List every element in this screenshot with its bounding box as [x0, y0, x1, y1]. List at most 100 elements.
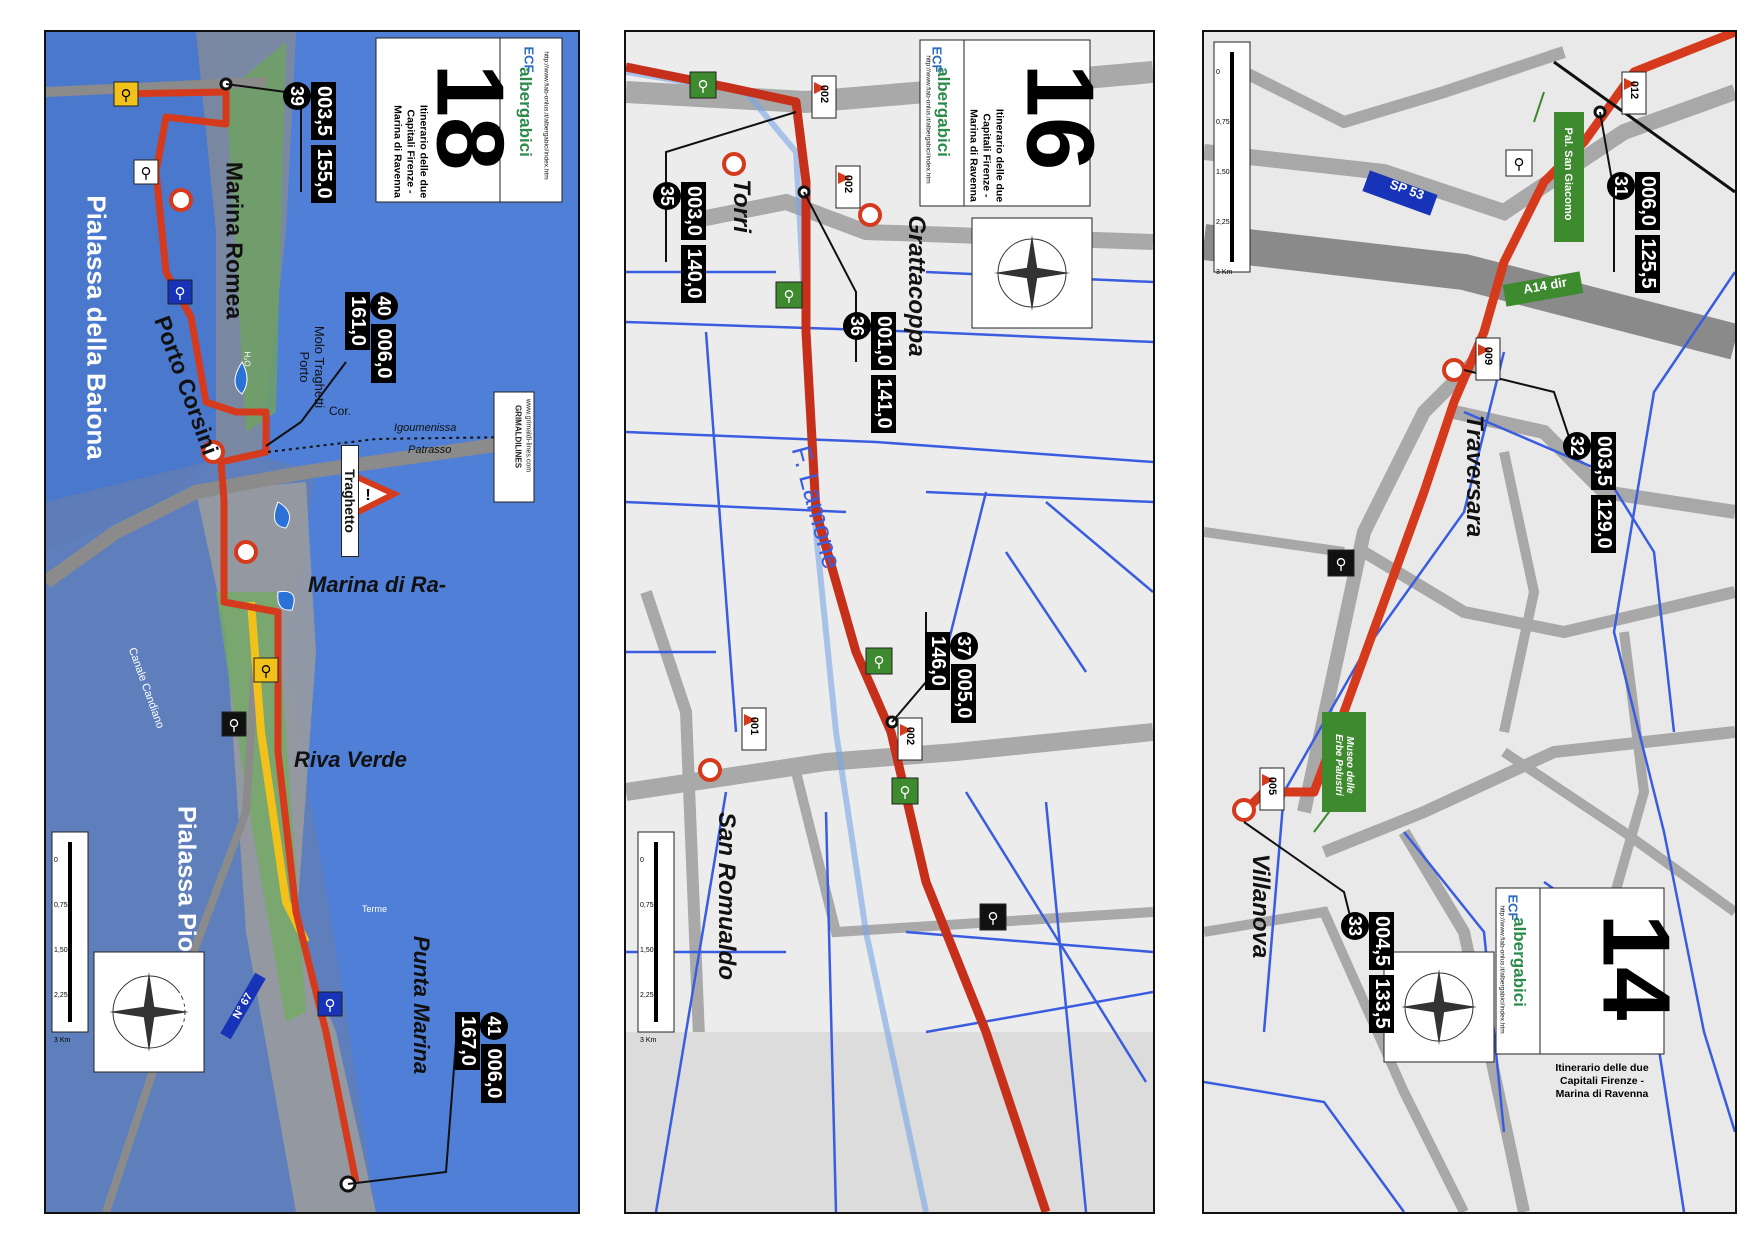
turn-label: 002 [842, 174, 854, 194]
water-label: H₂O [242, 351, 252, 367]
sheet-number: 18 [416, 63, 524, 171]
scale-tick: 2,25 [640, 992, 654, 999]
scale-tick: 3 Km [1216, 269, 1233, 276]
turn-label: 012 [1628, 80, 1640, 100]
place-label-cor: Cor. [329, 404, 352, 418]
map-panel-18: ⚲ ⚲ ⚲ ⚲ ⚲ ⚲ ! Pialassa della Baiona Mari… [44, 30, 580, 1214]
bike-icon: ⚲ [1505, 149, 1533, 177]
leader-poi [1533, 91, 1545, 123]
poi-museo-line-2: Erbe Palustri [1333, 734, 1344, 796]
bike-icon: ⚲ [133, 159, 159, 185]
town-marker-villanova[interactable] [1232, 798, 1256, 822]
title-box [1539, 887, 1665, 1055]
bike-icon: ⚲ [253, 657, 279, 683]
compass-rose-icon [994, 235, 1070, 311]
town-marker-torri[interactable] [722, 152, 746, 176]
water-icon [234, 361, 248, 395]
turn-label: 009 [1482, 346, 1494, 366]
turn-flag-icon [1259, 767, 1285, 811]
canal-network [626, 270, 1153, 1212]
place-label-torri: Torri [728, 179, 755, 233]
waypoint-31-partial: 006,0 [1635, 172, 1660, 231]
scale-tick: 1,50 [54, 947, 68, 954]
brand-logo: albergabici [1509, 917, 1529, 1007]
bike-icon: ⚲ [221, 711, 247, 737]
town-marker[interactable] [169, 188, 193, 212]
waypoint-32: 003,5 129,0 32 [1556, 432, 1616, 572]
place-label-marina-romea: Marina Romea [221, 161, 248, 320]
ferry-logo-box [493, 391, 535, 503]
urban-area [626, 1032, 1153, 1212]
poi-label-museo: Museo delle Erbe Palustri [1333, 715, 1355, 815]
town-marker[interactable] [201, 440, 225, 464]
leader-35 [665, 111, 797, 262]
scale-tick: 0,75 [54, 902, 68, 909]
poi-box-san-giacomo [1554, 112, 1584, 242]
bike-icon: ⚲ [317, 991, 343, 1017]
waypoint-33: 004,5 133,5 33 [1334, 912, 1394, 1052]
turn-flag-icon [1621, 71, 1647, 115]
leader-41 [347, 1041, 457, 1185]
map-14-canvas: ⚲ ⚲ [1204, 32, 1735, 1212]
brand-url[interactable]: http://www.fiab-onlus.it/albergabici/ind… [1498, 905, 1506, 1034]
molo-line-1: Molo Traghetti [312, 325, 327, 409]
title-line-2: Capitali Firenze - [1559, 1075, 1644, 1087]
waypoint-37-partial: 005,0 [951, 664, 976, 723]
waypoint-36-number: 36 [843, 312, 871, 340]
map-16-canvas: ⚲ ⚲ ⚲ ⚲ ⚲ [626, 39, 1153, 1212]
scale-tick: 0,75 [640, 902, 654, 909]
scale-tick: 0 [54, 857, 58, 864]
title-line-3: Marina di Ravenna [1555, 1088, 1649, 1100]
place-label-punta-marina: Punta Marina [409, 935, 434, 1075]
ecf-logo: ECF [1505, 894, 1521, 921]
road-sign-a14 [1502, 271, 1584, 307]
svg-text:⚲: ⚲ [141, 165, 152, 182]
waypoint-37-number: 37 [950, 632, 978, 660]
road-network [1204, 46, 1735, 1212]
compass-rose-icon [109, 972, 189, 1052]
bike-icon: ⚲ [689, 71, 717, 99]
place-label-piomboni: Pialassa Piomboni [172, 806, 201, 1027]
itinerary-title: Itinerario delle due Capitali Firenze - … [967, 86, 1006, 226]
waypoint-33-number: 33 [1341, 912, 1369, 940]
title-box [963, 39, 1091, 207]
place-label-riva-verde: Riva Verde [294, 747, 407, 772]
title-line-3: Marina di Ravenna [391, 105, 404, 198]
town-marker[interactable] [234, 540, 258, 564]
brand-url[interactable]: http://www.fiab-onlus.it/albergabici/ind… [542, 51, 550, 180]
svg-text:⚲: ⚲ [175, 285, 186, 302]
turn-flag-icon [897, 717, 923, 761]
ferry-url: www.grimaldi-lines.com [524, 398, 532, 473]
destination-patrasso: Patrasso [408, 444, 452, 456]
town-marker-traversara[interactable] [1442, 358, 1466, 382]
map-panel-16: ⚲ ⚲ ⚲ ⚲ ⚲ Torri Grattacoppa F. Lamone Sa… [624, 30, 1155, 1214]
scale-tick: 0 [1216, 69, 1220, 76]
map-panel-14: ⚲ ⚲ Traversara Villanova SP 53 A14 dir P… [1202, 30, 1737, 1214]
waypoint-35-total: 140,0 [681, 244, 706, 303]
sheet-number: 14 [1582, 913, 1690, 1021]
title-box [375, 37, 501, 203]
brand-url[interactable]: http://www.fiab-onlus.it/albergabici/ind… [924, 55, 932, 184]
waypoint-41: 41 006,0 167,0 [448, 1012, 508, 1152]
town-marker-san-romualdo[interactable] [698, 758, 722, 782]
waypoint-35-number: 35 [653, 182, 681, 210]
svg-text:⚲: ⚲ [229, 717, 240, 734]
scale-tick: 2,25 [54, 992, 68, 999]
turn-label: 002 [904, 726, 916, 746]
bike-icon: ⚲ [1327, 549, 1355, 577]
main-route [626, 62, 1051, 1212]
waypoint-31-number: 31 [1607, 172, 1635, 200]
title-line-1: Itinerario delle due [993, 108, 1006, 203]
sheet-number: 16 [1006, 63, 1114, 171]
bike-icon: ⚲ [979, 903, 1007, 931]
scale-tick: 0 [640, 857, 644, 864]
waypoint-39: 003,5 155,0 39 [276, 82, 336, 222]
waypoint-32-total: 129,0 [1591, 494, 1616, 553]
place-label-villanova: Villanova [1247, 853, 1274, 959]
town-marker-grattacoppa[interactable] [858, 203, 882, 227]
title-line-3: Marina di Ravenna [967, 109, 980, 202]
title-line-2: Capitali Firenze - [404, 109, 417, 194]
turn-flag-icon [811, 75, 837, 119]
waypoint-36-total: 141,0 [871, 374, 896, 433]
waypoint-40: 40 006,0 161,0 [338, 292, 398, 432]
